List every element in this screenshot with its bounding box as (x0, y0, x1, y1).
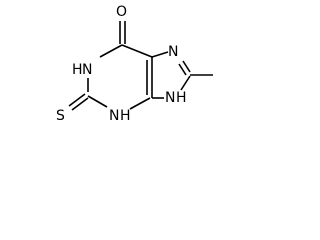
atom-n3: N (109, 108, 119, 124)
bond-c5-n7 (151, 51, 169, 58)
atom-n1: N (82, 62, 92, 78)
bond-c2-n3 (87, 95, 108, 108)
atom-o: O (116, 4, 127, 20)
atom-n3-h: H (120, 108, 131, 124)
chemical-structure: O H N S N H N N H (56, 4, 213, 124)
atom-n1-h: H (72, 62, 83, 78)
atom-n9-h: H (176, 90, 187, 106)
bond-c5-c6 (121, 44, 153, 58)
bond-c6-n1 (99, 44, 123, 58)
bond-n7-c8 (182, 60, 191, 73)
bond-c8-n9 (180, 75, 191, 91)
bond-n7-c8-double (178, 63, 187, 76)
atom-s: S (56, 108, 65, 124)
bond-c2-s (71, 97, 89, 111)
bond-n3-c4 (129, 97, 151, 110)
atom-n9: N (165, 90, 175, 106)
bond-c2-s-double (68, 93, 86, 107)
atom-n7: N (168, 44, 178, 60)
